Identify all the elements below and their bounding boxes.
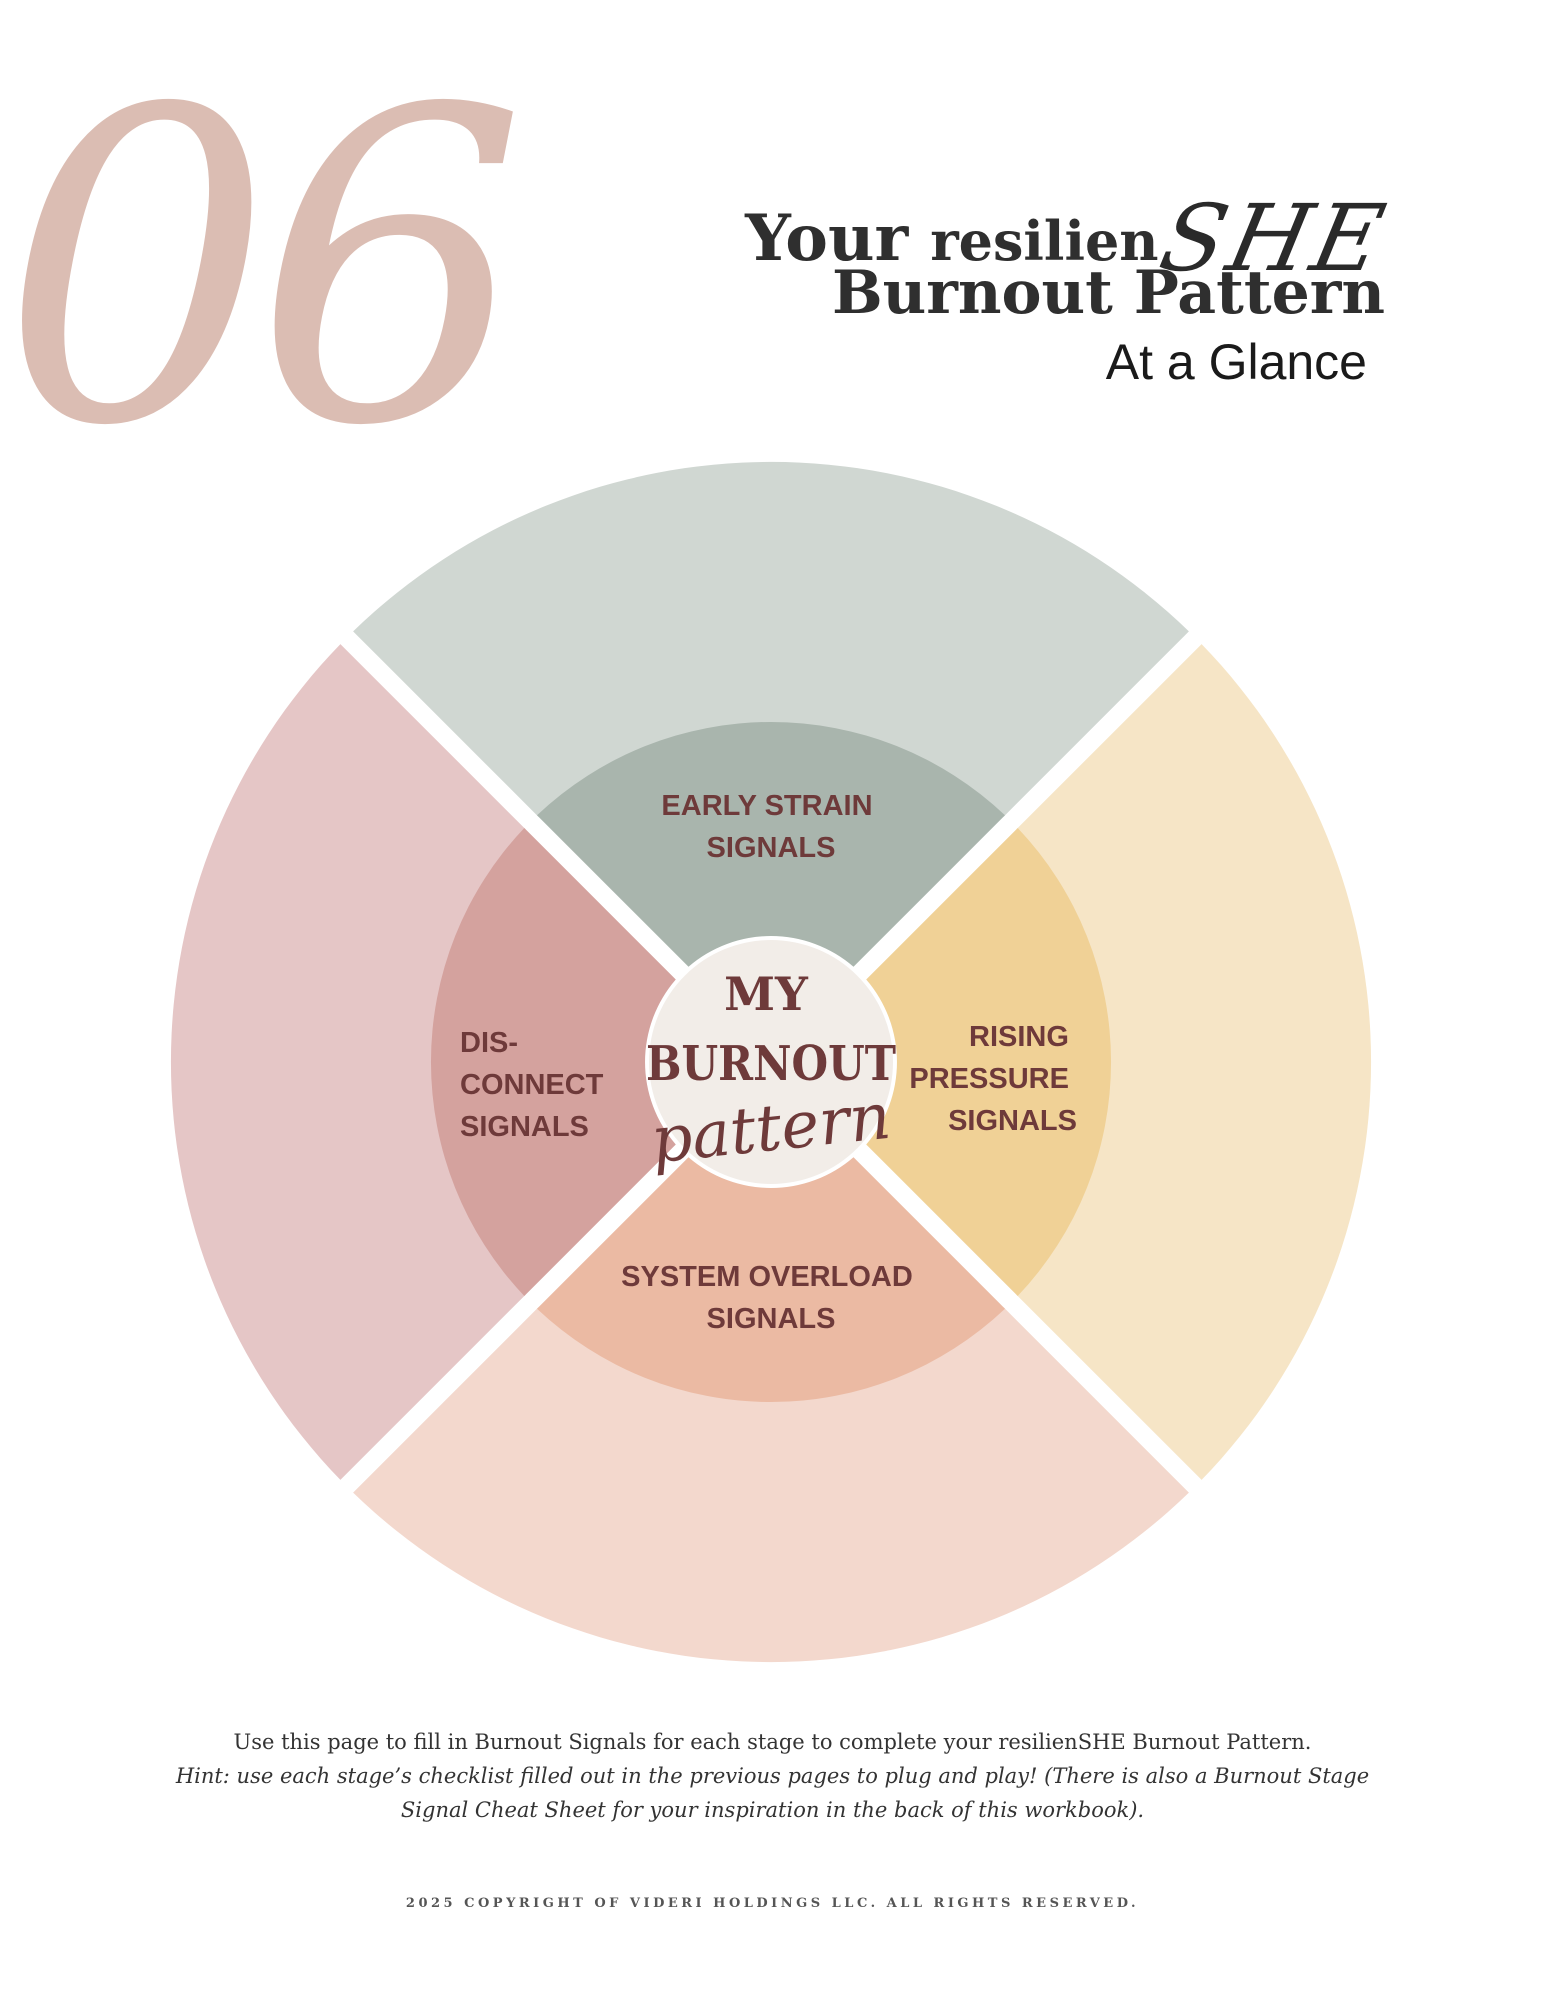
center-label-my: MY [724,967,809,1021]
page-number: 06 [0,20,527,520]
segment-top-outer [353,461,1189,817]
segment-bottom-outer [353,1307,1189,1663]
copyright-footer: 2025 COPYRIGHT OF VIDERI HOLDINGS LLC. A… [405,1896,1140,1911]
title-your: Your [745,201,909,276]
title-line-2: Burnout Pattern [831,258,1385,328]
segment-top-inner [537,721,1005,967]
segment-left-inner [430,828,676,1296]
segment-left [170,644,676,1480]
segment-right-inner [866,828,1112,1296]
segment-top-label: EARLY STRAIN SIGNALS [661,790,880,864]
center-label-burnout: BURNOUT [646,1036,896,1092]
segment-bottom-label: SYSTEM OVERLOAD SIGNALS [621,1261,921,1335]
segment-top [353,461,1189,967]
instructions-hint: Hint: use each stage’s checklist filled … [175,1764,1370,1822]
instructions-line: Use this page to fill in Burnout Signals… [233,1730,1312,1754]
instructions: Use this page to fill in Burnout Signals… [140,1725,1405,1827]
segment-left-label: DIS- CONNECT SIGNALS [460,1027,611,1143]
segment-right-label: RISING PRESSURE SIGNALS [909,1021,1077,1137]
segment-bottom-inner [537,1157,1005,1403]
segment-left-outer [170,644,526,1480]
segment-right [866,644,1372,1480]
title-line-3: At a Glance [1105,334,1367,390]
title-resilien: resilien [930,209,1159,273]
segment-right-outer [1016,644,1372,1480]
wheel-center-circle [649,940,893,1184]
segment-bottom [353,1157,1189,1663]
